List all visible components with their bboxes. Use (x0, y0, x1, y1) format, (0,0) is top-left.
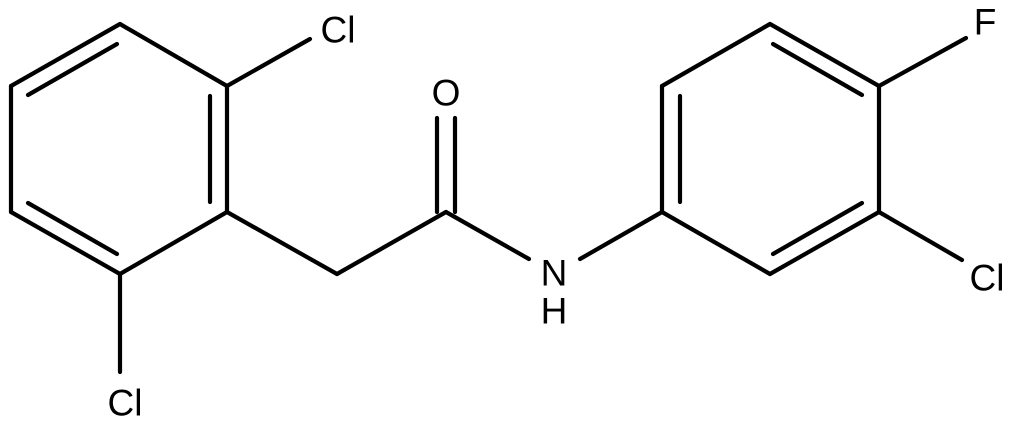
bond-ring-to-ch2 (224, 209, 340, 277)
ring-b-bond-3-inner (770, 41, 865, 98)
ring-a-bond-3 (117, 209, 230, 277)
atom-label-nitrogen: N (541, 253, 568, 294)
ring-b-bond-3 (767, 21, 882, 89)
ring-a-bond-6 (8, 21, 123, 89)
bond-ring-to-cl-right (876, 209, 965, 263)
ring-b-bond-5-inner (770, 200, 865, 257)
ring-a-bond-1 (117, 21, 230, 89)
ring-a-bond-4 (8, 209, 123, 277)
ring-a-bond-4-inner (25, 200, 120, 257)
atom-label-oxygen: O (432, 73, 461, 114)
bond-ring-to-cl-top (224, 36, 313, 89)
bond-ring-to-f (876, 35, 969, 89)
chlorofluorophenyl-ring (659, 21, 882, 277)
atom-label-cl-bottom: Cl (108, 383, 143, 424)
ring-b-bond-2 (659, 21, 773, 89)
bond-carbonyl-to-n (443, 209, 532, 262)
ring-b-bond-5 (767, 209, 882, 277)
bond-ch2-to-carbonyl (334, 209, 449, 277)
atom-label-cl-top: Cl (321, 10, 356, 51)
ring-a-bond-6-inner (25, 41, 120, 98)
atom-label-hydrogen: H (541, 291, 568, 332)
bond-n-to-aryl (577, 209, 665, 262)
atom-label-cl-right: Cl (970, 258, 1005, 299)
atom-label-fluorine: F (974, 2, 997, 43)
dichlorophenyl-ring (8, 21, 230, 277)
ring-b-bond-6 (659, 209, 773, 277)
